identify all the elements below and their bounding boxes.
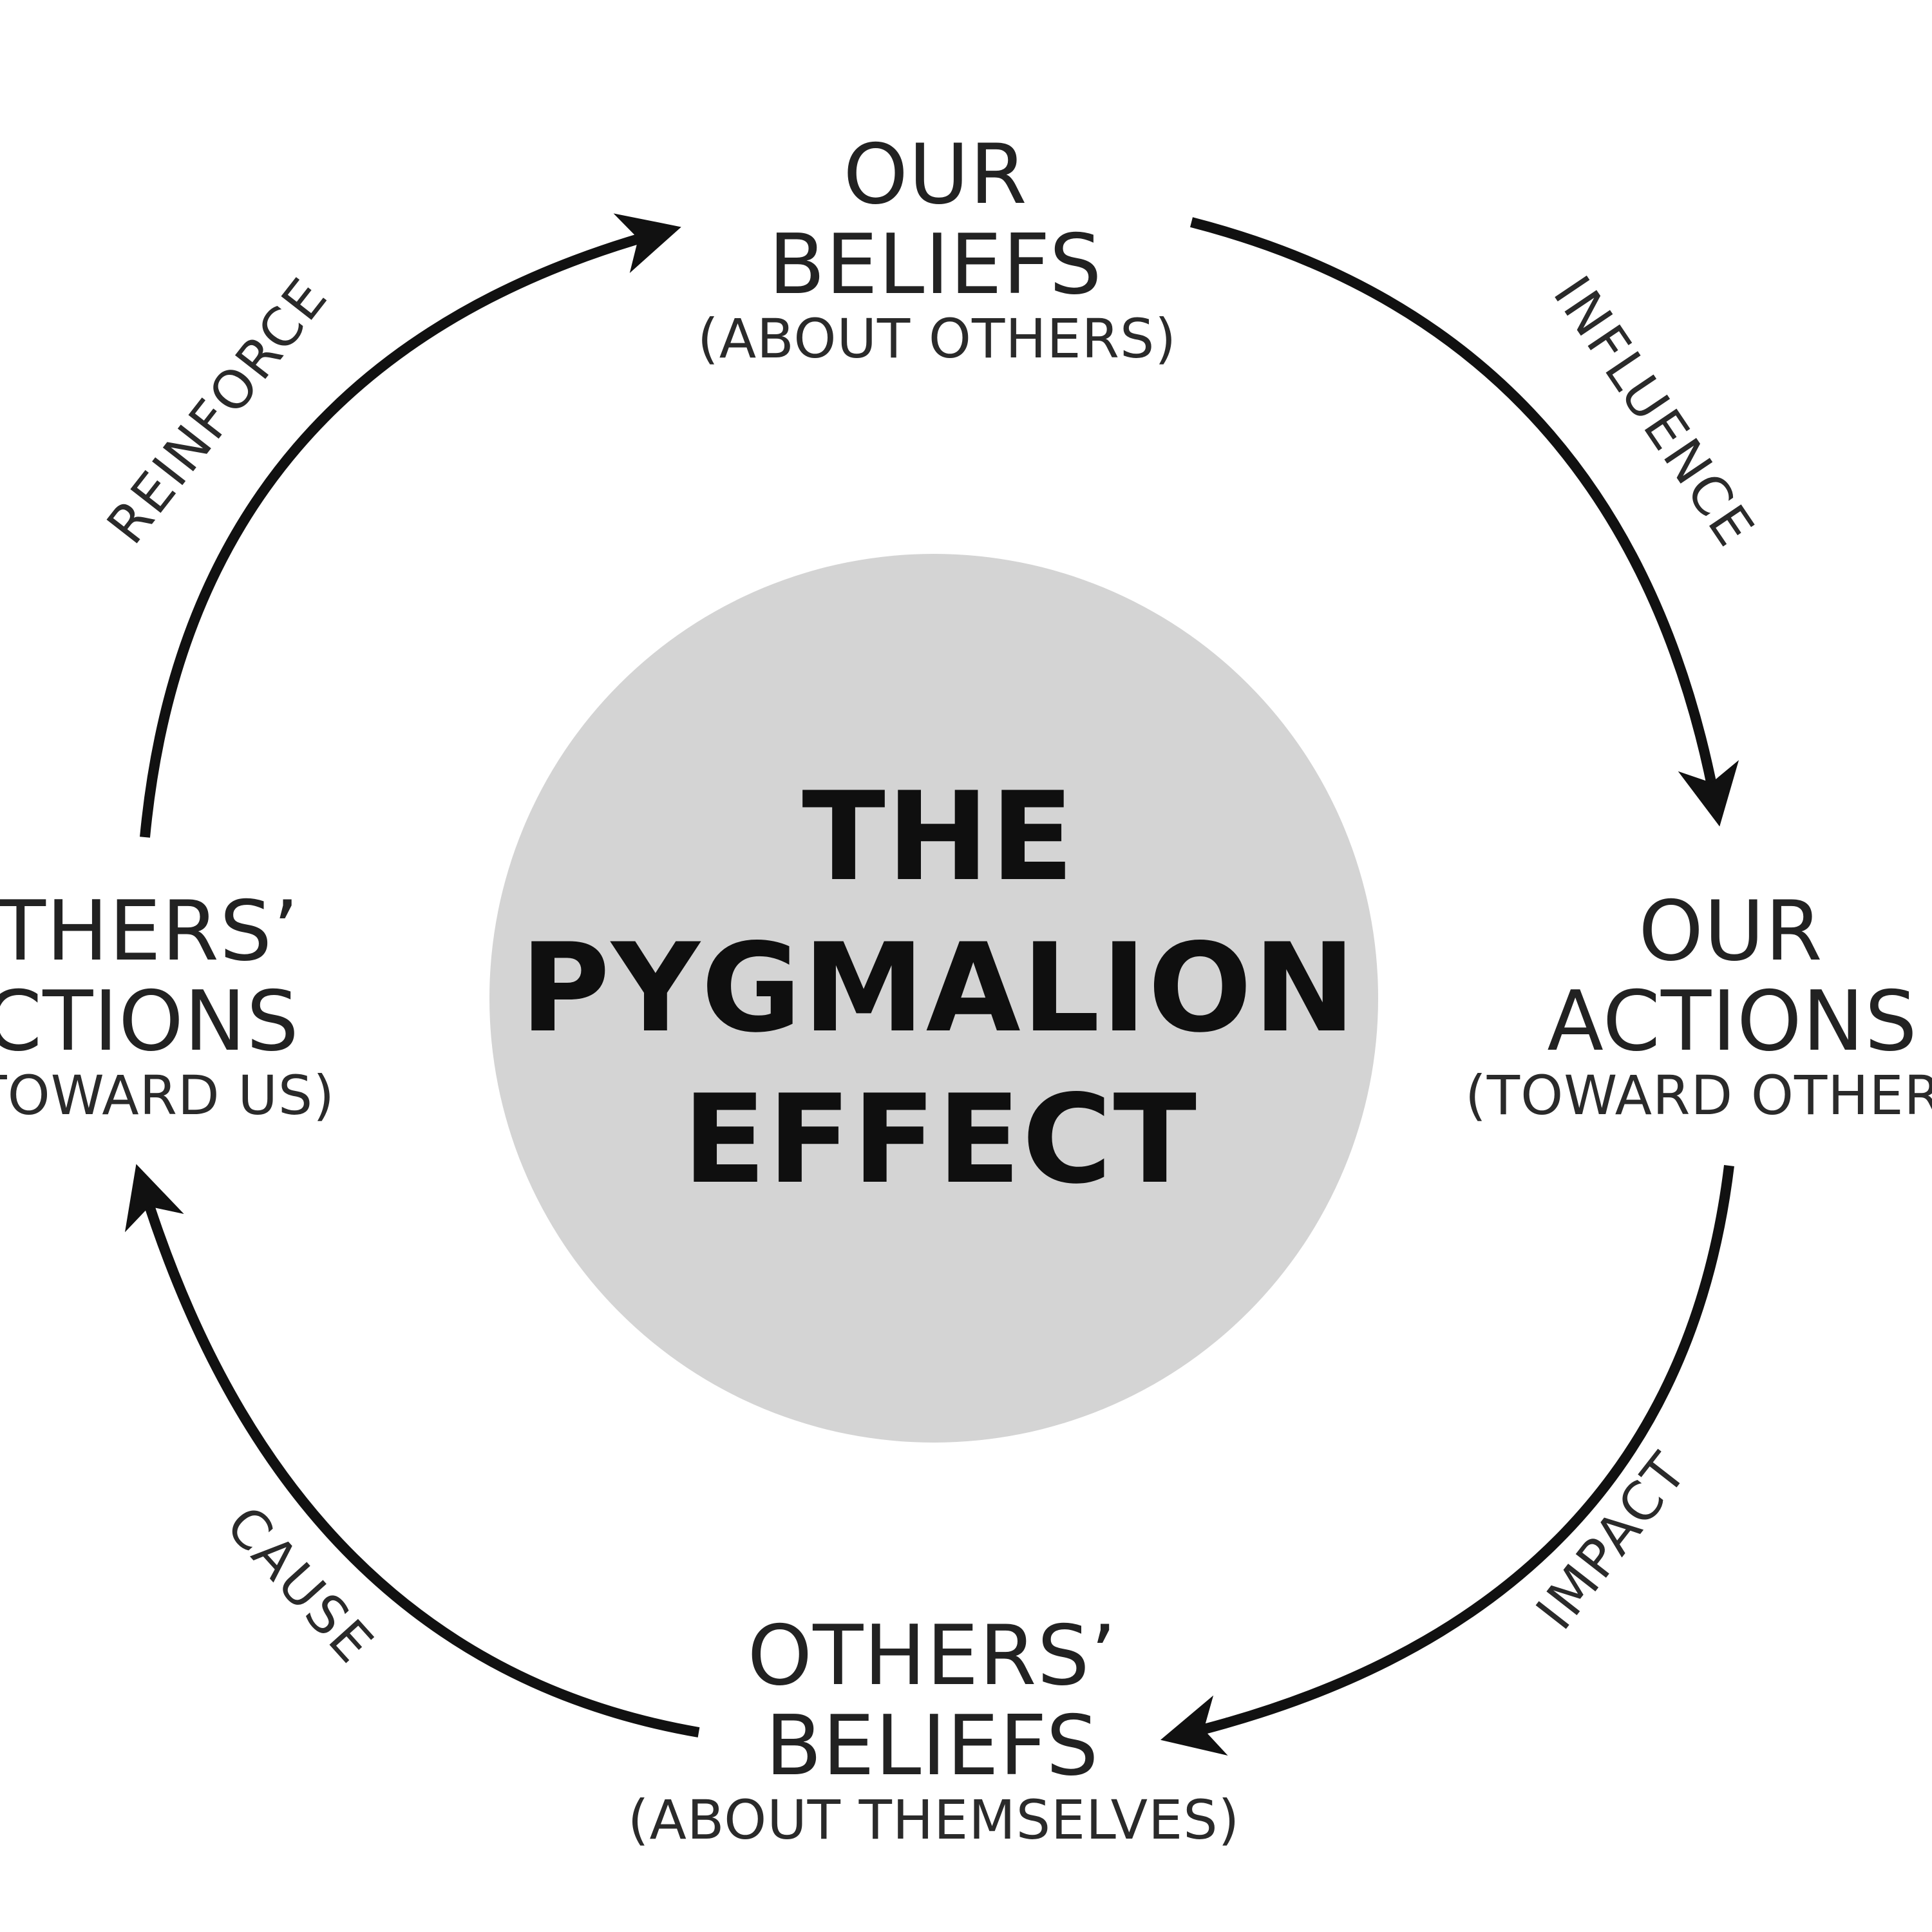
node-our-actions-subtitle: (TOWARD OTHERS) [1465,1064,1932,1127]
node-our-beliefs-sub: (ABOUT OTHERS) [697,307,1177,370]
arrow-impact [1160,1165,1734,1756]
node-others-actions-line-2: ACTIONS [0,974,299,1070]
center-title-line-3: EFFECT [683,1068,1198,1211]
node-our-beliefs: OUR BELIEFS (ABOUT OTHERS) [697,127,1177,370]
center-title: THE PYGMALION EFFECT [520,766,1360,1211]
node-others-actions-line-1: OTHERS’ [0,884,299,980]
edge-label-reinforce: REINFORCE [96,267,341,556]
center-title-line-1: THE [802,766,1075,908]
node-our-beliefs-line-2: BELIEFS [768,217,1102,313]
node-others-actions: OTHERS’ ACTIONS (TOWARD US) [0,884,335,1127]
edge-label-influence: INFLUENCE [1541,266,1766,558]
node-our-actions-line-2: ACTIONS [1547,974,1917,1070]
node-our-actions: OUR ACTIONS [1547,884,1917,1070]
node-others-beliefs-line-2: BELIEFS [765,1698,1099,1794]
arrow-influence [1190,217,1739,827]
node-others-beliefs: OTHERS’ BELIEFS (ABOUT THEMSELVES) [628,1608,1240,1852]
node-our-actions-sub: (TOWARD OTHERS) [1465,1064,1932,1127]
node-others-beliefs-sub: (ABOUT THEMSELVES) [628,1788,1240,1852]
center-title-line-2: PYGMALION [520,917,1357,1059]
center-circle [489,554,1378,1443]
arrow-cause [124,1164,700,1738]
arrow-reinforce [140,213,681,838]
node-others-beliefs-line-1: OTHERS’ [747,1608,1117,1704]
edge-label-cause: CAUSE [214,1495,385,1676]
node-our-actions-line-1: OUR [1638,884,1823,980]
node-our-beliefs-line-1: OUR [843,127,1027,223]
node-others-actions-sub: (TOWARD US) [0,1064,335,1127]
